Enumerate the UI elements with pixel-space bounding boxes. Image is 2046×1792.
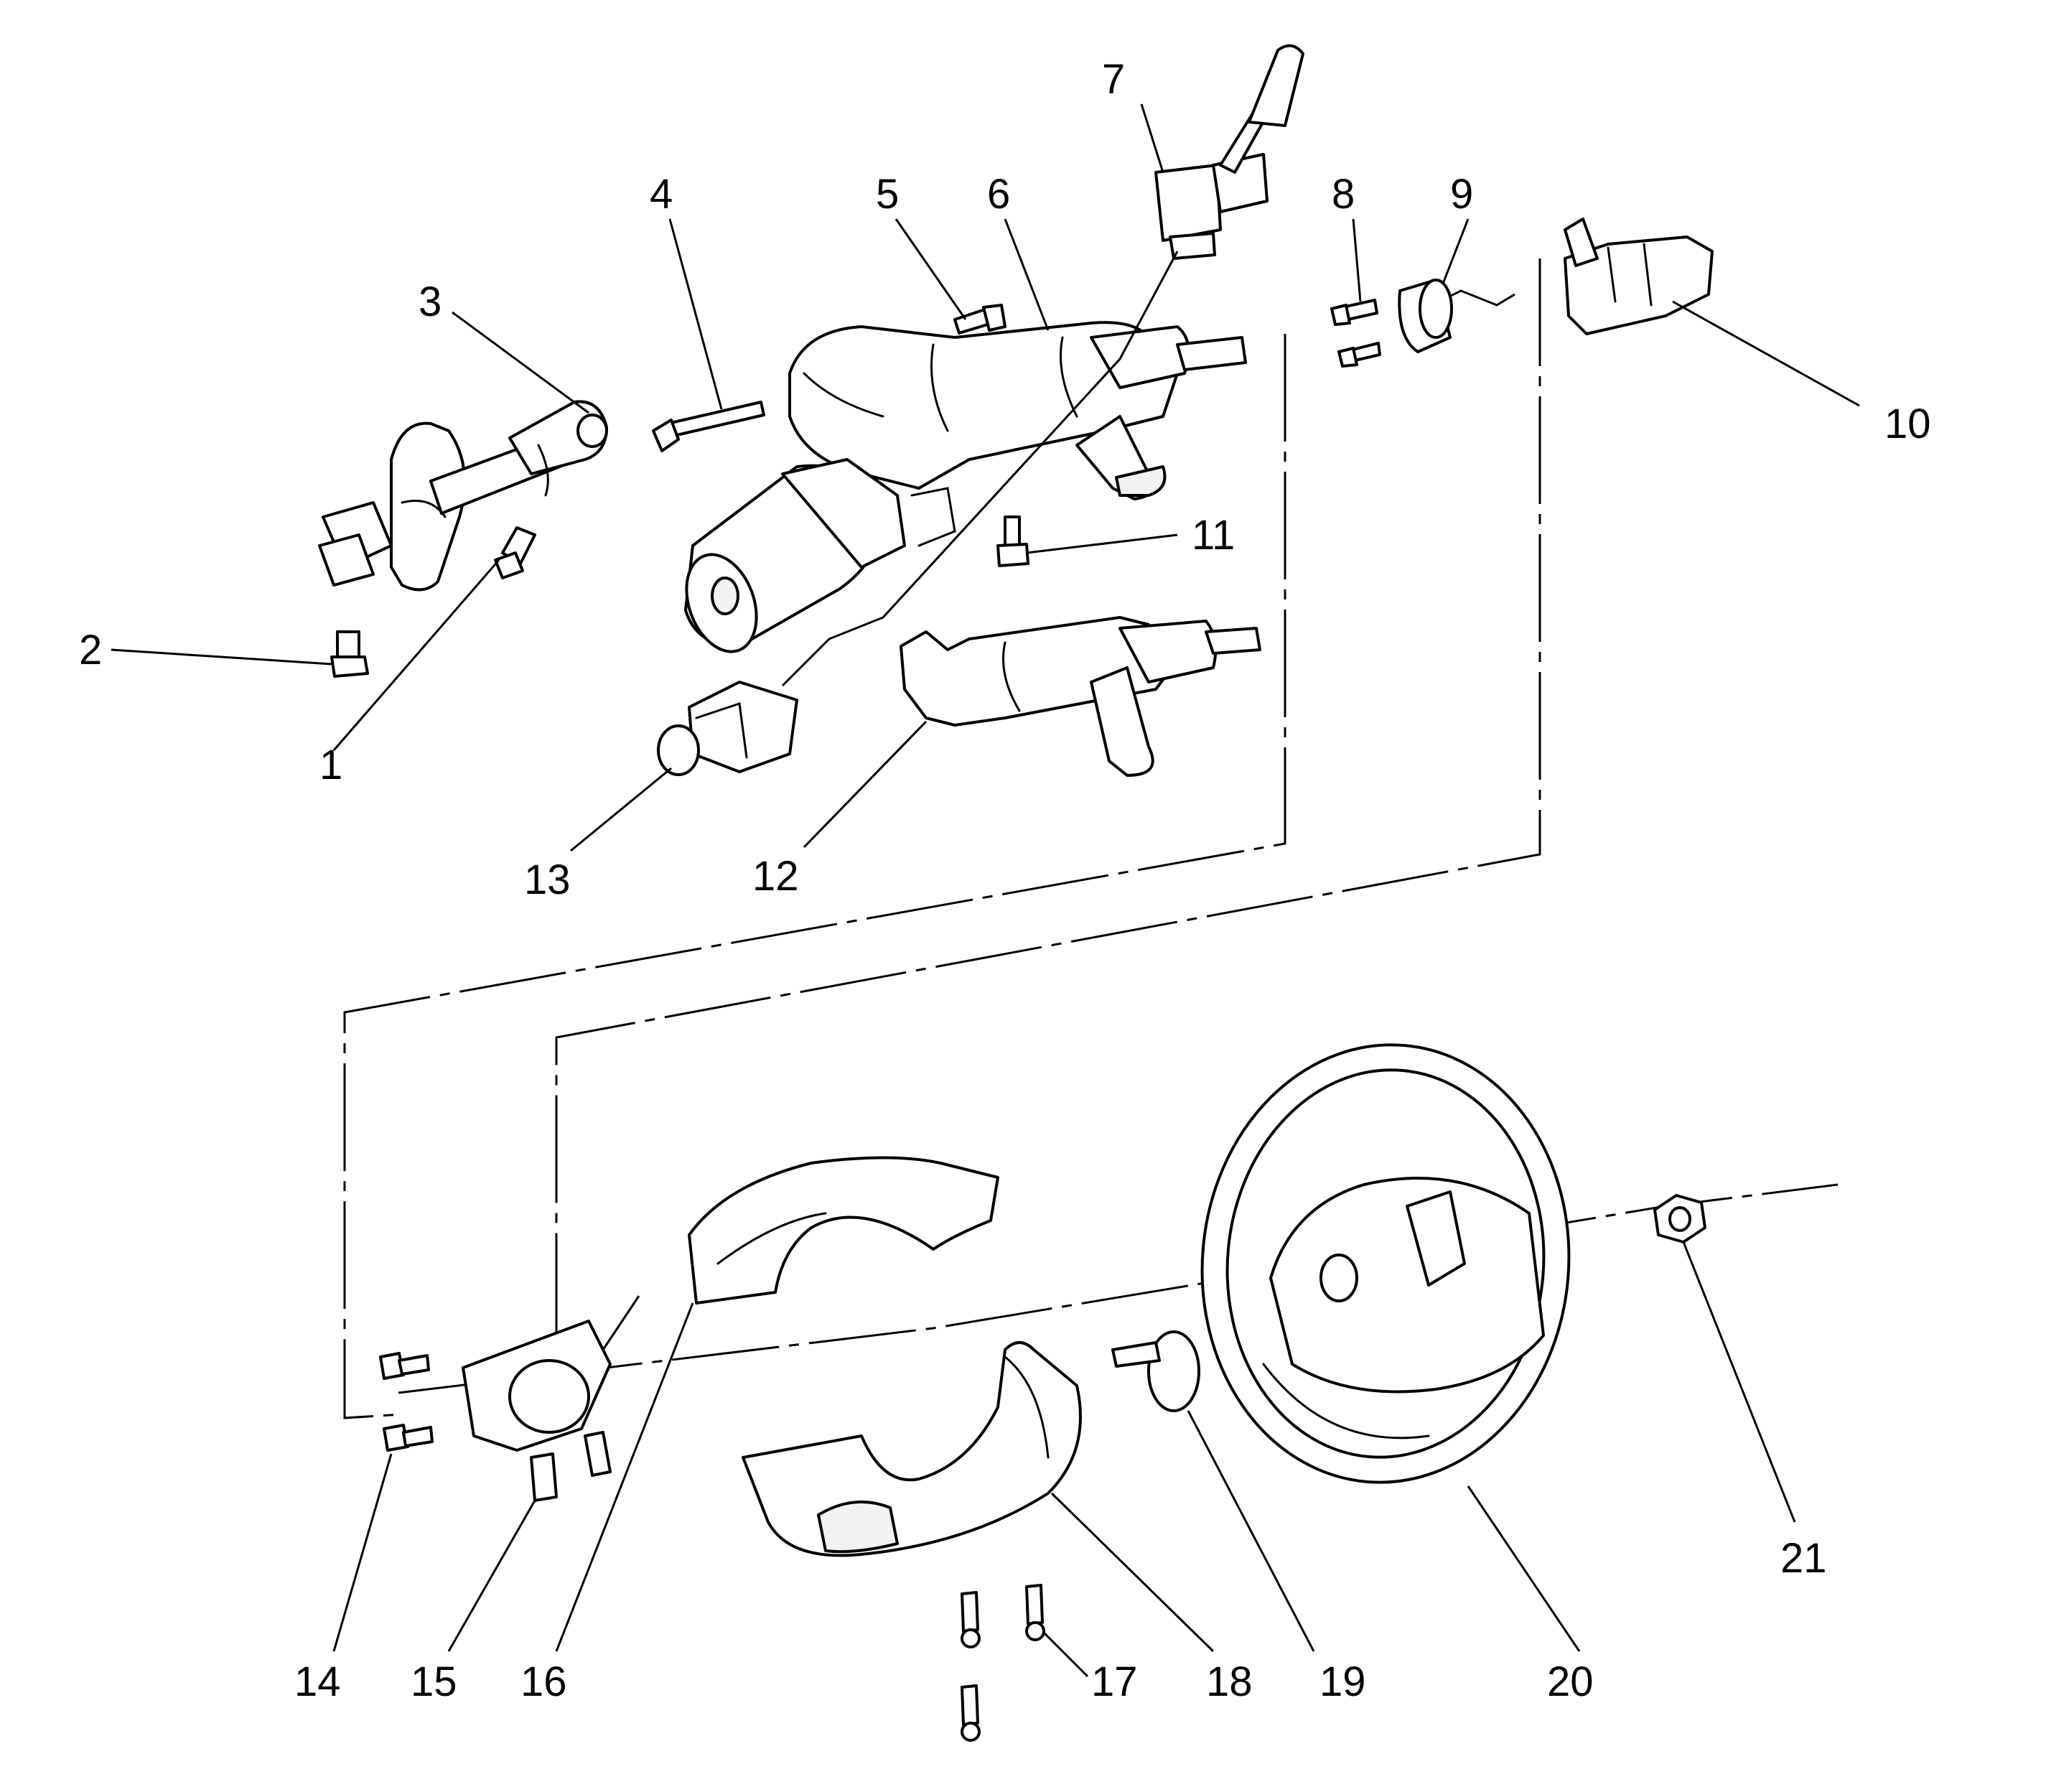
upper-column-cover xyxy=(688,1156,999,1305)
bolt-1 xyxy=(494,526,536,579)
clock-spring xyxy=(1111,1330,1200,1412)
callout-8: 8 xyxy=(1332,171,1355,218)
bolt-11 xyxy=(996,515,1029,567)
bolt-5 xyxy=(953,304,1006,335)
bolt-2 xyxy=(330,630,369,678)
callout-4: 4 xyxy=(650,171,673,218)
long-bolt xyxy=(652,401,765,452)
callout-17: 17 xyxy=(1091,1658,1138,1705)
callout-labels: 1 2 3 4 5 6 7 8 9 10 11 12 13 14 15 16 1… xyxy=(79,56,1931,1705)
bolt-14 xyxy=(379,1352,434,1452)
callout-20: 20 xyxy=(1547,1658,1594,1705)
steering-column-alternate xyxy=(900,616,1261,777)
leader-lines xyxy=(111,103,1860,1678)
callout-21: 21 xyxy=(1780,1535,1827,1582)
intermediate-shaft xyxy=(318,400,608,592)
callout-14: 14 xyxy=(294,1658,341,1705)
callout-13: 13 xyxy=(524,857,571,903)
steering-wheel xyxy=(1200,1043,1571,1484)
callout-16: 16 xyxy=(520,1658,567,1705)
lower-column-cover xyxy=(742,1341,1082,1557)
callout-1: 1 xyxy=(319,742,342,788)
callout-2: 2 xyxy=(79,627,102,673)
switch-13 xyxy=(657,681,798,776)
callout-11: 11 xyxy=(1192,512,1235,559)
switch-assembly xyxy=(462,1320,612,1502)
callout-10: 10 xyxy=(1884,401,1931,447)
callout-12: 12 xyxy=(752,853,799,900)
callout-7: 7 xyxy=(1102,56,1125,103)
callout-3: 3 xyxy=(419,279,442,325)
screws-17 xyxy=(961,1584,1045,1742)
lock-housing xyxy=(1564,218,1714,335)
housing-9 xyxy=(1398,279,1453,353)
callout-9: 9 xyxy=(1450,171,1473,218)
callout-15: 15 xyxy=(411,1658,457,1705)
callout-5: 5 xyxy=(876,171,899,218)
callout-6: 6 xyxy=(987,171,1010,218)
steering-wheel-nut xyxy=(1653,1194,1706,1243)
callout-18: 18 xyxy=(1206,1658,1253,1705)
callout-19: 19 xyxy=(1319,1658,1366,1705)
multifunction-switch xyxy=(1154,44,1304,260)
steering-column xyxy=(684,321,1247,653)
bolt-8 xyxy=(1330,299,1381,368)
